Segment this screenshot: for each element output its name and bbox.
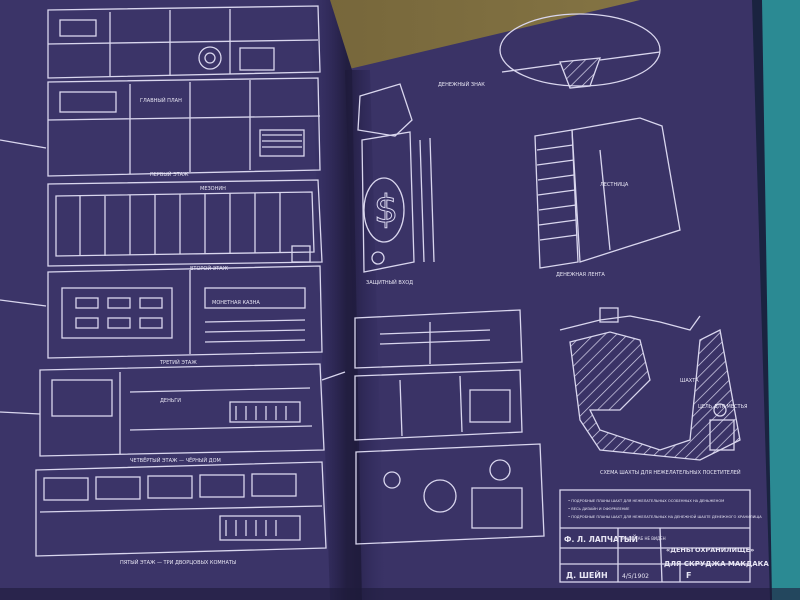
floor-plan-5	[39, 363, 325, 457]
svg-text:$: $	[374, 187, 398, 231]
architect-name: Д. ШЕЙН	[566, 569, 608, 580]
left-label-9: МОНЕТНАЯ КАЗНА	[212, 300, 260, 306]
shaft-section	[569, 329, 741, 461]
entrance-sketch	[357, 83, 413, 137]
date-value: 4/5/1902	[622, 573, 649, 580]
left-label-1: ГЛАВНЫЙ ПЛАН	[140, 97, 182, 104]
left-label-7: ПЯТЫЙ ЭТАЖ — ТРИ ДВОРЦОВЫХ КОМНАТЫ	[120, 559, 236, 566]
floor-plan-3	[47, 179, 323, 267]
right-label-2: ЗАЩИТНЫЙ ВХОД	[366, 279, 413, 286]
left-label-3: МЕЗОНИН	[200, 186, 226, 192]
right-floor-plan-1	[354, 309, 523, 369]
title-note-3: • ПОДРОБНЫЕ ПЛАНЫ ШАХТ ДЛЯ НЕЖЕЛАТЕЛЬНЫХ…	[568, 514, 762, 519]
left-blueprints	[0, 5, 346, 557]
title-note-2: • ВЕСЬ ДИЗАЙН И ОФОРМЛЕНИЕ	[568, 506, 630, 511]
left-labels: ГЛАВНЫЙ ПЛАН ПЕРВЫЙ ЭТАЖ МЕЗОНИН ВТОРОЙ …	[120, 97, 260, 566]
left-label-8: ДЕНЬГИ	[160, 398, 181, 404]
left-page	[0, 0, 362, 600]
floor-plan-2	[47, 77, 321, 177]
title-block-text: • ПОДРОБНЫЕ ПЛАНЫ ШАХТ ДЛЯ НЕЖЕЛАТЕЛЬНЫХ…	[564, 499, 769, 580]
bottom-shadow	[0, 588, 800, 600]
project-subtitle: ДЛЯ СКРУДЖА МАКДАКА	[664, 560, 769, 568]
coin-stack	[534, 129, 579, 269]
right-label-1: ДЕНЕЖНЫЙ ЗНАК	[438, 81, 485, 88]
right-page	[345, 0, 770, 600]
right-blueprints: $	[354, 13, 751, 583]
right-label-4: ДЕНЕЖНАЯ ЛЕНТА	[556, 272, 605, 278]
floor-plan-6	[35, 461, 327, 557]
project-title: «ДЕНЬГОХРАНИЛИЩЕ»	[666, 546, 754, 554]
floor-plan-4	[47, 265, 323, 359]
gutter-shadow-right	[345, 70, 385, 600]
right-label-5: СХЕМА ШАХТЫ ДЛЯ НЕЖЕЛАТЕЛЬНЫХ ПОСЕТИТЕЛЕ…	[600, 469, 741, 476]
book-edge-teal	[760, 0, 800, 600]
right-label-6: ЦЕЛЬ ДЛЯ МЕСТЬЯ	[698, 404, 747, 410]
left-label-2: ПЕРВЫЙ ЭТАЖ	[150, 171, 189, 178]
right-floor-plan-2	[354, 369, 523, 441]
floor-plan-1	[47, 5, 321, 79]
left-label-4: ВТОРОЙ ЭТАЖ	[190, 265, 229, 272]
sheet-letter: F	[686, 571, 691, 580]
designer-name: Ф. Л. ЛАПЧАТЫЙ	[564, 535, 638, 544]
title-block	[559, 489, 751, 583]
left-label-6: ЧЕТВЁРТЫЙ ЭТАЖ — ЧЁРНЫЙ ДОМ	[130, 457, 221, 464]
scale-note: МАСШТАБ НЕ ВИДЕН	[622, 536, 666, 541]
right-floor-plan-3	[355, 443, 545, 545]
right-label-3: ЛЕСТНИЦА	[600, 182, 629, 188]
left-label-5: ТРЕТИЙ ЭТАЖ	[159, 359, 197, 366]
right-labels: ДЕНЕЖНЫЙ ЗНАК ЗАЩИТНЫЙ ВХОД ЛЕСТНИЦА ДЕН…	[366, 81, 747, 476]
right-label-7: ШАХТА	[680, 378, 699, 384]
title-note-1: • ПОДРОБНЫЕ ПЛАНЫ ШАХТ ДЛЯ НЕЖЕЛАТЕЛЬНЫХ…	[568, 499, 724, 503]
